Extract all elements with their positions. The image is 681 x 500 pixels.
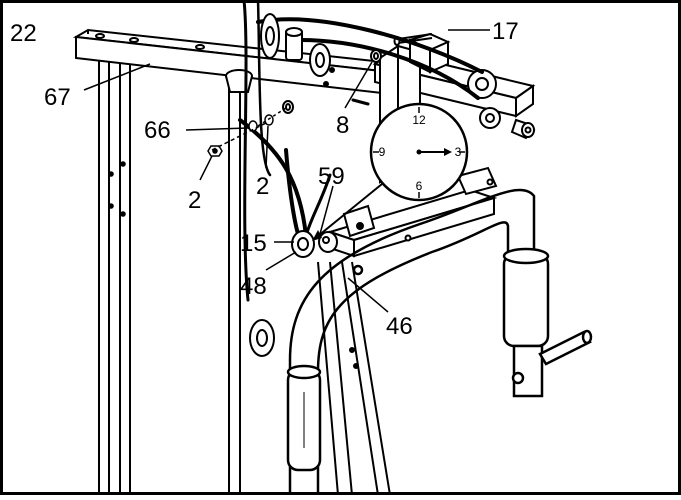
arm-46 — [286, 188, 593, 495]
leader-46 — [347, 277, 389, 313]
lower-carriage — [291, 166, 498, 258]
clock-hand-arrowhead — [444, 148, 452, 156]
cables — [238, 0, 484, 302]
top-pulleys — [260, 13, 382, 114]
leader-8 — [344, 61, 373, 109]
left-upright-frame — [98, 58, 131, 495]
fasteners — [207, 107, 287, 157]
label-part-46: 46 — [386, 313, 413, 340]
part-labels: 22 17 67 66 8 2 2 59 15 48 46 — [10, 18, 519, 340]
label-part-8: 8 — [336, 112, 349, 139]
leader-2a — [199, 155, 213, 181]
center-rails — [317, 261, 391, 496]
leader-67 — [83, 63, 151, 91]
clock-numeral-six: 6 — [416, 179, 423, 193]
leader-48 — [265, 251, 297, 271]
callout-arrow — [317, 183, 383, 237]
leader-66 — [185, 127, 249, 131]
label-part-2-left: 2 — [188, 187, 201, 214]
step-number: 22 — [10, 20, 37, 47]
label-part-59: 59 — [318, 163, 345, 190]
leader-lines — [83, 29, 490, 313]
clock-numeral-three: 3 — [455, 145, 462, 159]
clock-detail-callout: 12 3 6 9 — [312, 102, 469, 241]
label-part-67: 67 — [44, 84, 71, 111]
clock-numeral-twelve: 12 — [412, 113, 426, 127]
label-part-15: 15 — [240, 230, 267, 257]
label-part-66: 66 — [144, 117, 171, 144]
side-pulley — [249, 319, 275, 357]
clock-numeral-nine: 9 — [379, 145, 386, 159]
leader-59 — [319, 185, 334, 235]
label-part-48: 48 — [240, 273, 267, 300]
label-part-2-right: 2 — [256, 173, 269, 200]
leader-2b — [265, 125, 269, 169]
label-part-17: 17 — [492, 18, 519, 45]
